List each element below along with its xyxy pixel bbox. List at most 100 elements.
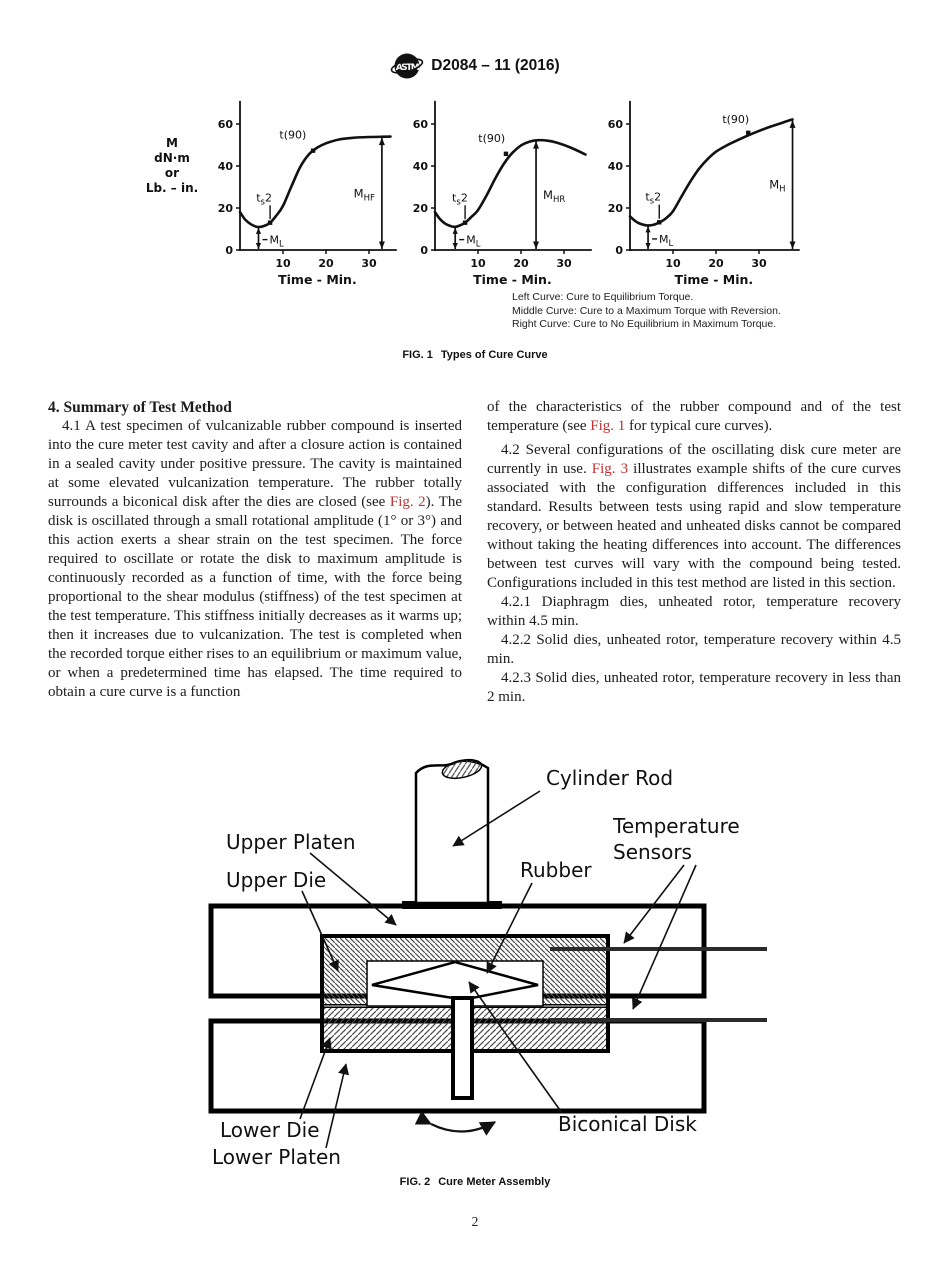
rubber-label: Rubber: [520, 858, 592, 882]
astm-logo-icon: ASTM: [391, 53, 424, 79]
paragraph-4-2-1: 4.2.1 Diaphragm dies, unheated rotor, te…: [487, 594, 901, 629]
lower-platen-arrow: [325, 1063, 350, 1149]
svg-text:10: 10: [665, 257, 681, 270]
MH-label: MHF: [354, 186, 375, 203]
temperature-sensors-label-line2: Sensors: [613, 840, 692, 864]
svg-text:30: 30: [556, 257, 572, 270]
upper-die-arrow: [301, 890, 339, 972]
svg-text:30: 30: [361, 257, 377, 270]
ts2-marker: [462, 220, 468, 225]
upper-die-label: Upper Die: [226, 868, 326, 892]
ts2-label: ts2: [452, 191, 468, 207]
section-4-heading: 4. Summary of Test Method: [48, 399, 232, 416]
ts2-label: ts2: [645, 191, 661, 207]
svg-text:20: 20: [318, 257, 334, 270]
document-header: ASTM D2084 – 11 (2016): [0, 50, 950, 82]
note-middle-curve: Middle Curve: Cure to a Maximum Torque w…: [512, 304, 781, 317]
cylinder-rod-arrow: [452, 790, 541, 847]
svg-text:10: 10: [470, 257, 486, 270]
svg-text:20: 20: [413, 202, 429, 215]
svg-text:20: 20: [218, 202, 234, 215]
cure-curve: [238, 135, 392, 229]
upper-platen-label: Upper Platen: [226, 830, 356, 854]
x-axis-label: Time - Min.: [278, 272, 357, 287]
disk-stem: [451, 996, 474, 1100]
ts2-marker: [657, 220, 662, 225]
ML-label: ML: [269, 234, 284, 250]
svg-text:20: 20: [708, 257, 724, 270]
svg-text:ASTM: ASTM: [396, 63, 420, 73]
ts2-label: ts2: [256, 191, 272, 207]
cylinder-rod-shape: [414, 759, 490, 905]
svg-text:20: 20: [513, 257, 529, 270]
ML-label: ML: [659, 233, 674, 249]
cure-curve: [433, 138, 587, 229]
svg-text:40: 40: [608, 160, 624, 173]
cylinder-rod-label: Cylinder Rod: [546, 766, 673, 790]
temperature-sensor-arrow-2: [632, 864, 697, 1010]
ts2-marker: [267, 220, 273, 225]
svg-text:60: 60: [218, 118, 234, 131]
paragraph-4-1: 4.1 A test specimen of vulcanizable rubb…: [48, 418, 462, 700]
oscillation-arc: [414, 1110, 496, 1136]
MH-label: MH: [769, 178, 785, 195]
paragraph-4-2: 4.2 Several configurations of the oscill…: [487, 442, 901, 591]
lower-die-label: Lower Die: [220, 1118, 320, 1142]
svg-text:0: 0: [420, 244, 428, 257]
lower-die-arrow: [299, 1037, 332, 1120]
biconical-disk-shape: [371, 960, 539, 1000]
paragraph-4-2-3: 4.2.3 Solid dies, unheated rotor, temper…: [487, 670, 901, 705]
svg-text:10: 10: [275, 257, 291, 270]
figure-1-notes: Left Curve: Cure to Equilibrium Torque. …: [512, 291, 781, 332]
note-right-curve: Right Curve: Cure to No Equilibrium in M…: [512, 318, 777, 330]
rod-base-bar: [402, 901, 502, 909]
figure-2-cure-meter-assembly: Upper Platen Upper Die Cylinder Rod Rubb…: [190, 753, 770, 1178]
t90-label: t(90): [478, 132, 505, 145]
t90-marker: [310, 148, 316, 153]
t90-marker: [503, 151, 509, 157]
note-left-curve: Left Curve: Cure to Equilibrium Torque.: [512, 291, 694, 303]
leader-arrows: [299, 790, 697, 1149]
temperature-sensor-arrow-1: [623, 864, 685, 944]
svg-text:40: 40: [413, 160, 429, 173]
ML-label: ML: [466, 234, 481, 250]
x-axis-label: Time - Min.: [675, 272, 754, 287]
page-number: 2: [471, 1214, 479, 1229]
svg-text:20: 20: [608, 202, 624, 215]
rod-cut-face: [441, 758, 483, 780]
svg-text:30: 30: [751, 257, 767, 270]
rubber-arrow: [486, 882, 533, 974]
cure-meter-assembly-diagram: Upper Platen Upper Die Cylinder Rod Rubb…: [208, 758, 767, 1169]
svg-text:0: 0: [615, 244, 623, 257]
svg-text:40: 40: [218, 160, 234, 173]
figure-reference-link[interactable]: Fig. 2: [389, 494, 426, 510]
cure-curve: [628, 118, 794, 227]
MH-label: MHR: [543, 188, 565, 205]
svg-text:60: 60: [413, 118, 429, 131]
standard-designation: D2084 – 11 (2016): [431, 57, 560, 74]
t90-marker: [746, 130, 751, 136]
biconical-disk-arrow: [468, 981, 563, 1114]
lower-platen-label: Lower Platen: [212, 1145, 341, 1169]
text-column-left: 4. Summary of Test Method 4.1 A test spe…: [48, 398, 462, 702]
upper-platen-arrow: [309, 852, 397, 926]
x-axis-label: Time - Min.: [473, 272, 552, 287]
figure-reference-link[interactable]: Fig. 1: [590, 418, 626, 434]
paragraph-4-1-continued: of the characteristics of the rubber com…: [487, 399, 901, 434]
paragraph-4-2-2: 4.2.2 Solid dies, unheated rotor, temper…: [487, 632, 901, 667]
t90-label: t(90): [279, 129, 306, 142]
svg-text:60: 60: [608, 118, 624, 131]
svg-text:0: 0: [225, 244, 233, 257]
t90-label: t(90): [722, 113, 749, 126]
text-column-right: of the characteristics of the rubber com…: [487, 398, 901, 707]
figure-reference-link[interactable]: Fig. 3: [591, 461, 629, 477]
biconical-disk-label: Biconical Disk: [558, 1112, 697, 1136]
